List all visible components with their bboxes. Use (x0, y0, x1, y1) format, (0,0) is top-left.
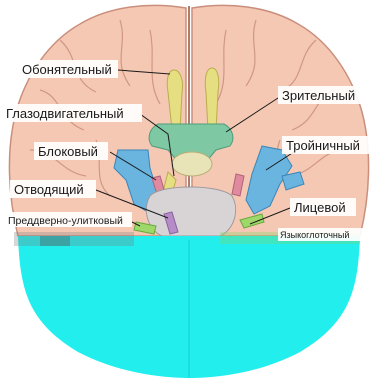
label-facial: Лицевой (294, 200, 346, 215)
label-glossopharyngeal: Языкоглоточный (280, 230, 349, 240)
label-vestibulocochlear: Преддверно-улитковый (8, 215, 123, 227)
label-optic: Зрительный (282, 88, 355, 103)
label-trigeminal: Тройничный (286, 138, 360, 153)
pituitary (172, 152, 212, 176)
olfactory-nerve-right (205, 68, 219, 130)
label-abducens: Отводящий (14, 182, 84, 197)
label-olfactory: Обонятельный (22, 62, 112, 77)
pons (146, 187, 235, 236)
label-oculomotor: Глазодвигательный (6, 106, 124, 121)
lower-region (14, 232, 360, 378)
label-trochlear: Блоковый (38, 144, 98, 159)
